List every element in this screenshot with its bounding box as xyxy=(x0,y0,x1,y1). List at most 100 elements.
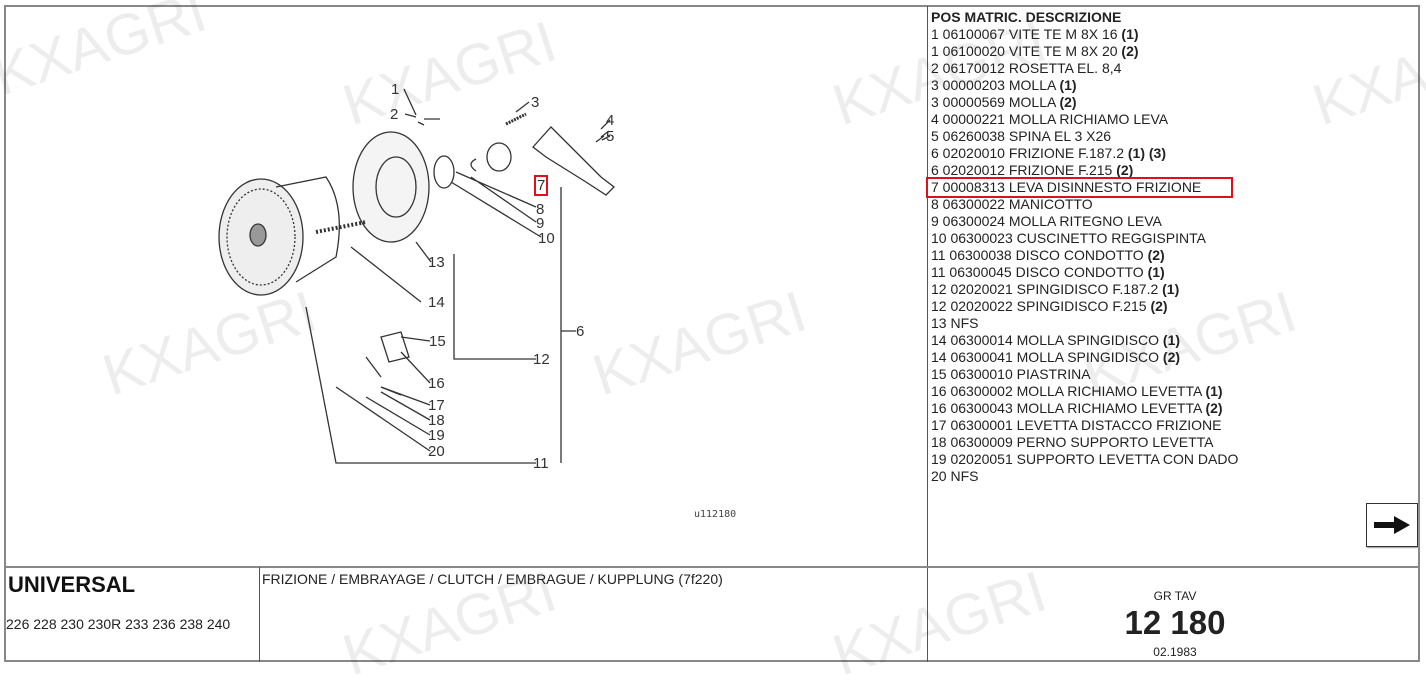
part-text: 4 00000221 MOLLA RICHIAMO LEVA xyxy=(931,111,1169,127)
part-text: 11 06300045 DISCO CONDOTTO xyxy=(931,264,1144,280)
part-note: (1) xyxy=(1147,264,1165,280)
callout-4[interactable]: 4 xyxy=(606,112,615,129)
figure-code: u112180 xyxy=(694,509,737,520)
part-row[interactable]: 9 06300024 MOLLA RITEGNO LEVA xyxy=(931,213,1238,230)
part-text: 1 06100020 VITE TE M 8X 20 xyxy=(931,43,1118,59)
part-note: (1) xyxy=(1162,332,1181,348)
part-row[interactable]: 1 06100067 VITE TE M 8X 16 (1) xyxy=(931,26,1238,43)
part-text: 16 06300002 MOLLA RICHIAMO LEVETTA xyxy=(931,383,1202,399)
part-note: (1) xyxy=(1059,77,1077,93)
part-note: (2) xyxy=(1162,349,1181,365)
callout-1[interactable]: 1 xyxy=(391,81,400,98)
divider-vertical xyxy=(927,6,928,662)
callout-12[interactable]: 12 xyxy=(533,351,550,368)
part-row[interactable]: 13 NFS xyxy=(931,315,1238,332)
part-text: 6 02020012 FRIZIONE F.215 xyxy=(931,162,1113,178)
part-row[interactable]: 1 06100020 VITE TE M 8X 20 (2) xyxy=(931,43,1238,60)
callout-19[interactable]: 19 xyxy=(428,427,445,444)
part-text: 11 06300038 DISCO CONDOTTO xyxy=(931,247,1144,263)
part-row[interactable]: 8 06300022 MANICOTTO xyxy=(931,196,1238,213)
part-note: (2) xyxy=(1205,400,1223,416)
callout-7[interactable]: 7 xyxy=(533,175,549,196)
callout-2[interactable]: 2 xyxy=(390,106,399,123)
part-text: 6 02020010 FRIZIONE F.187.2 xyxy=(931,145,1124,161)
part-note: (2) xyxy=(1059,94,1077,110)
callout-15[interactable]: 15 xyxy=(429,333,446,350)
part-text: 16 06300043 MOLLA RICHIAMO LEVETTA xyxy=(931,400,1202,416)
part-row[interactable]: 14 06300014 MOLLA SPINGIDISCO (1) xyxy=(931,332,1238,349)
callout-9[interactable]: 9 xyxy=(536,215,545,232)
part-row[interactable]: 5 06260038 SPINA EL 3 X26 xyxy=(931,128,1238,145)
part-text: 19 02020051 SUPPORTO LEVETTA CON DADO xyxy=(931,451,1239,467)
callout-10[interactable]: 10 xyxy=(538,230,555,247)
part-note: (1) xyxy=(1121,26,1139,42)
part-row[interactable]: 10 06300023 CUSCINETTO REGGISPINTA xyxy=(931,230,1238,247)
part-text: 2 06170012 ROSETTA EL. 8,4 xyxy=(931,60,1122,76)
part-row[interactable]: 15 06300010 PIASTRINA xyxy=(931,366,1238,383)
callout-16[interactable]: 16 xyxy=(428,375,445,392)
part-row[interactable]: 17 06300001 LEVETTA DISTACCO FRIZIONE xyxy=(931,417,1238,434)
divider-footer xyxy=(259,567,260,662)
callout-13[interactable]: 13 xyxy=(428,254,445,271)
part-text: 15 06300010 PIASTRINA xyxy=(931,366,1091,382)
part-row[interactable]: 16 06300002 MOLLA RICHIAMO LEVETTA (1) xyxy=(931,383,1238,400)
part-row[interactable]: 3 00000569 MOLLA (2) xyxy=(931,94,1238,111)
part-note: (1) (3) xyxy=(1127,145,1167,161)
callout-18[interactable]: 18 xyxy=(428,412,445,429)
part-row[interactable]: 14 06300041 MOLLA SPINGIDISCO (2) xyxy=(931,349,1238,366)
brand-name: UNIVERSAL xyxy=(8,572,136,597)
section-title: FRIZIONE / EMBRAYAGE / CLUTCH / EMBRAGUE… xyxy=(262,571,723,587)
part-row[interactable]: 7 00008313 LEVA DISINNESTO FRIZIONE xyxy=(926,177,1233,198)
part-text: 8 06300022 MANICOTTO xyxy=(931,196,1093,212)
divider-horizontal xyxy=(4,566,1420,568)
part-text: 10 06300023 CUSCINETTO REGGISPINTA xyxy=(931,230,1206,246)
part-row[interactable]: 19 02020051 SUPPORTO LEVETTA CON DADO xyxy=(931,451,1238,468)
callout-6[interactable]: 6 xyxy=(576,323,585,340)
part-text: 7 00008313 LEVA DISINNESTO FRIZIONE xyxy=(931,179,1202,195)
part-text: 1 06100067 VITE TE M 8X 16 xyxy=(931,26,1118,42)
part-row[interactable]: 12 02020021 SPINGIDISCO F.187.2 (1) xyxy=(931,281,1238,298)
part-text: 14 06300041 MOLLA SPINGIDISCO xyxy=(931,349,1160,365)
part-text: 12 02020022 SPINGIDISCO F.215 xyxy=(931,298,1147,314)
group-number: 12 180 xyxy=(1124,604,1226,641)
part-row[interactable]: 11 06300045 DISCO CONDOTTO (1) xyxy=(931,264,1238,281)
callout-11[interactable]: 11 xyxy=(533,455,549,472)
part-row[interactable]: 3 00000203 MOLLA (1) xyxy=(931,77,1238,94)
model-list: 226 228 230 230R 233 236 238 240 xyxy=(6,616,231,632)
part-note: (1) xyxy=(1205,383,1223,399)
part-row[interactable]: 2 06170012 ROSETTA EL. 8,4 xyxy=(931,60,1238,77)
callout-3[interactable]: 3 xyxy=(531,94,540,111)
part-text: 18 06300009 PERNO SUPPORTO LEVETTA xyxy=(931,434,1214,450)
part-text: 20 NFS xyxy=(931,468,979,484)
part-text: 9 06300024 MOLLA RITEGNO LEVA xyxy=(931,213,1162,229)
publication-date: 02.1983 xyxy=(1153,645,1197,659)
callout-20[interactable]: 20 xyxy=(428,443,445,460)
part-row[interactable]: 12 02020022 SPINGIDISCO F.215 (2) xyxy=(931,298,1238,315)
callout-14[interactable]: 14 xyxy=(428,294,445,311)
part-row[interactable]: 18 06300009 PERNO SUPPORTO LEVETTA xyxy=(931,434,1238,451)
next-page-button[interactable] xyxy=(1366,503,1418,547)
callout-17[interactable]: 17 xyxy=(428,397,445,414)
part-note: (2) xyxy=(1147,247,1165,263)
parts-list-header: POS MATRIC. DESCRIZIONE xyxy=(931,9,1122,25)
part-row[interactable]: 11 06300038 DISCO CONDOTTO (2) xyxy=(931,247,1238,264)
part-row[interactable]: 4 00000221 MOLLA RICHIAMO LEVA xyxy=(931,111,1238,128)
part-text: 13 NFS xyxy=(931,315,979,331)
part-note: (1) xyxy=(1162,281,1180,297)
part-text: 3 00000203 MOLLA xyxy=(931,77,1056,93)
part-note: (2) xyxy=(1150,298,1168,314)
part-row[interactable]: 6 02020012 FRIZIONE F.215 (2) xyxy=(931,162,1238,179)
part-row[interactable]: 16 06300043 MOLLA RICHIAMO LEVETTA (2) xyxy=(931,400,1238,417)
part-text: 12 02020021 SPINGIDISCO F.187.2 xyxy=(931,281,1159,297)
callout-5[interactable]: 5 xyxy=(606,128,615,145)
part-row[interactable]: 20 NFS xyxy=(931,468,1238,485)
callout-8[interactable]: 8 xyxy=(536,201,545,218)
clutch-drawing xyxy=(218,88,615,464)
part-text: 3 00000569 MOLLA xyxy=(931,94,1056,110)
page-frame xyxy=(4,5,1420,662)
group-label: GR TAV xyxy=(1153,589,1197,603)
part-row[interactable]: 6 02020010 FRIZIONE F.187.2 (1) (3) xyxy=(931,145,1238,162)
part-text: 17 06300001 LEVETTA DISTACCO FRIZIONE xyxy=(931,417,1222,433)
arrow-right-icon xyxy=(1374,516,1410,534)
